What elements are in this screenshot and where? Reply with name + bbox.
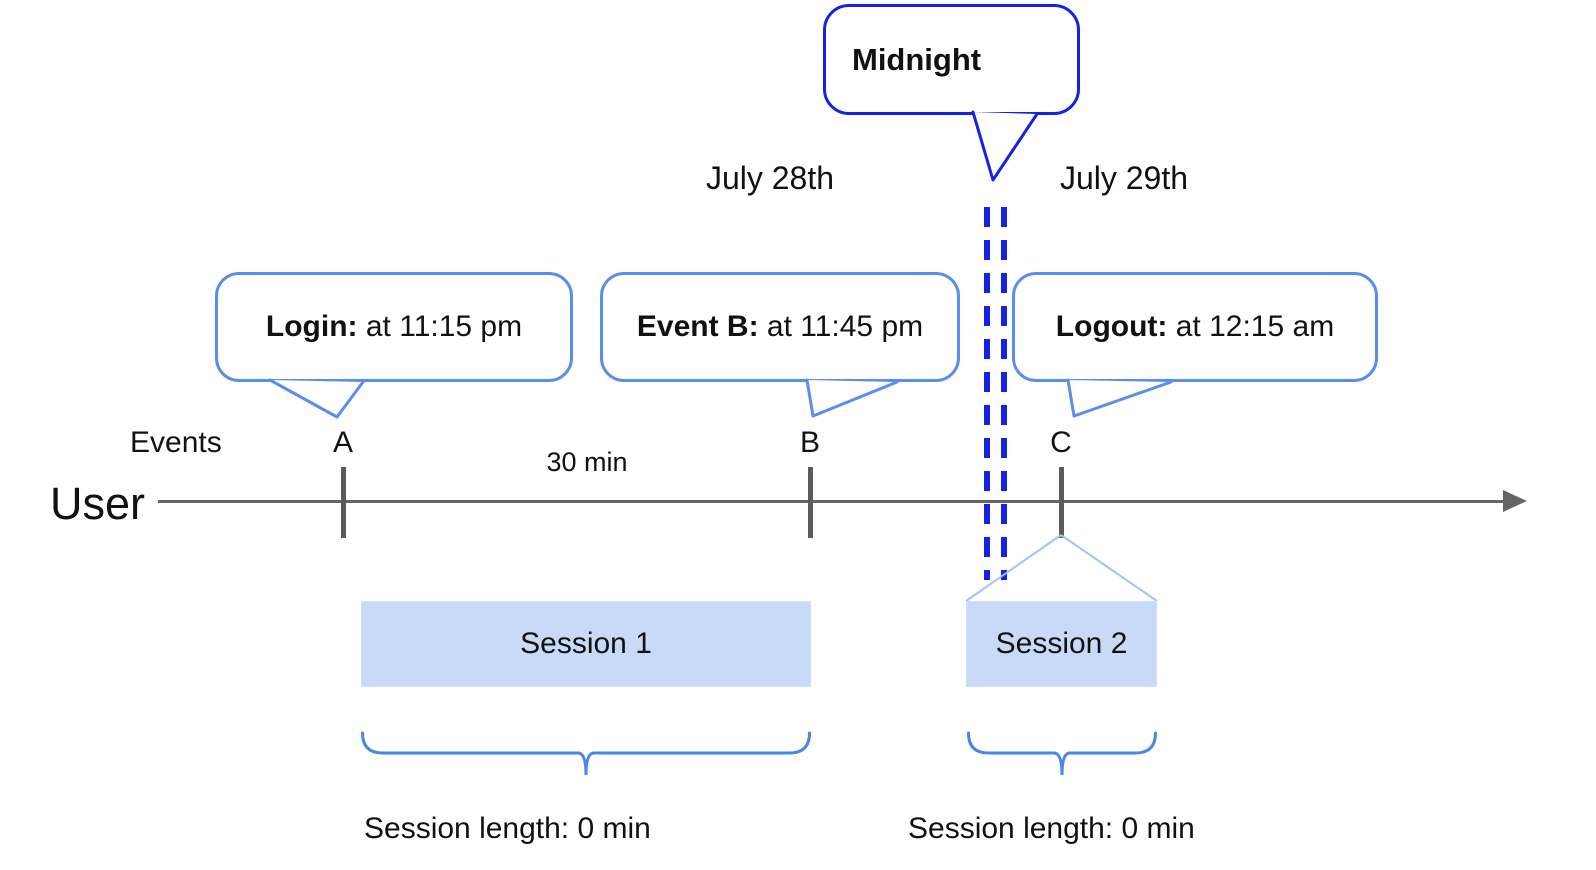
event-b-callout-title: Event B: — [636, 310, 759, 343]
midnight-divider-line-right — [1001, 207, 1007, 580]
event-b-callout-tail — [805, 378, 899, 418]
event-tick-b — [808, 467, 813, 538]
logout-callout-text: at 12:15 am — [1175, 310, 1335, 343]
session-1-box: Session 1 — [361, 601, 811, 687]
midnight-callout-label: Midnight — [852, 41, 982, 77]
interval-label: 30 min — [546, 447, 628, 477]
date-label-july-28: July 28th — [705, 160, 835, 196]
session-2-box: Session 2 — [966, 601, 1157, 687]
session-1-brace — [361, 731, 811, 776]
event-b-callout-text: at 11:45 pm — [766, 310, 924, 343]
event-b-callout: Event B: at 11:45 pm — [600, 272, 960, 382]
logout-callout: Logout: at 12:15 am — [1012, 272, 1378, 382]
session-2-connector-triangle — [965, 534, 1158, 602]
session-1-label: Session 1 — [520, 627, 652, 660]
event-tick-a — [341, 467, 346, 538]
timeline-arrowhead-icon — [1503, 490, 1527, 512]
session-1-length-label: Session length: 0 min — [364, 812, 651, 845]
date-label-july-29: July 29th — [1059, 160, 1189, 196]
logout-callout-tail — [1066, 378, 1173, 418]
session-2-brace — [967, 731, 1157, 776]
logout-callout-title: Logout: — [1055, 310, 1168, 343]
session-2-label: Session 2 — [995, 627, 1128, 660]
event-marker-b: B — [799, 426, 820, 459]
login-callout: Login: at 11:15 pm — [215, 272, 573, 382]
login-callout-text: at 11:15 pm — [365, 310, 523, 343]
login-callout-title: Login: — [265, 310, 358, 343]
midnight-callout: Midnight — [823, 4, 1080, 115]
event-marker-a: A — [332, 426, 353, 459]
timeline-axis — [158, 500, 1506, 503]
session-2-length-label: Session length: 0 min — [908, 812, 1195, 845]
midnight-callout-tail — [971, 110, 1039, 182]
event-tick-c — [1059, 467, 1064, 538]
user-axis-label: User — [50, 478, 146, 529]
events-axis-label: Events — [130, 426, 222, 459]
login-callout-tail — [268, 378, 365, 419]
midnight-divider-line-left — [984, 207, 990, 580]
event-marker-c: C — [1050, 426, 1072, 459]
